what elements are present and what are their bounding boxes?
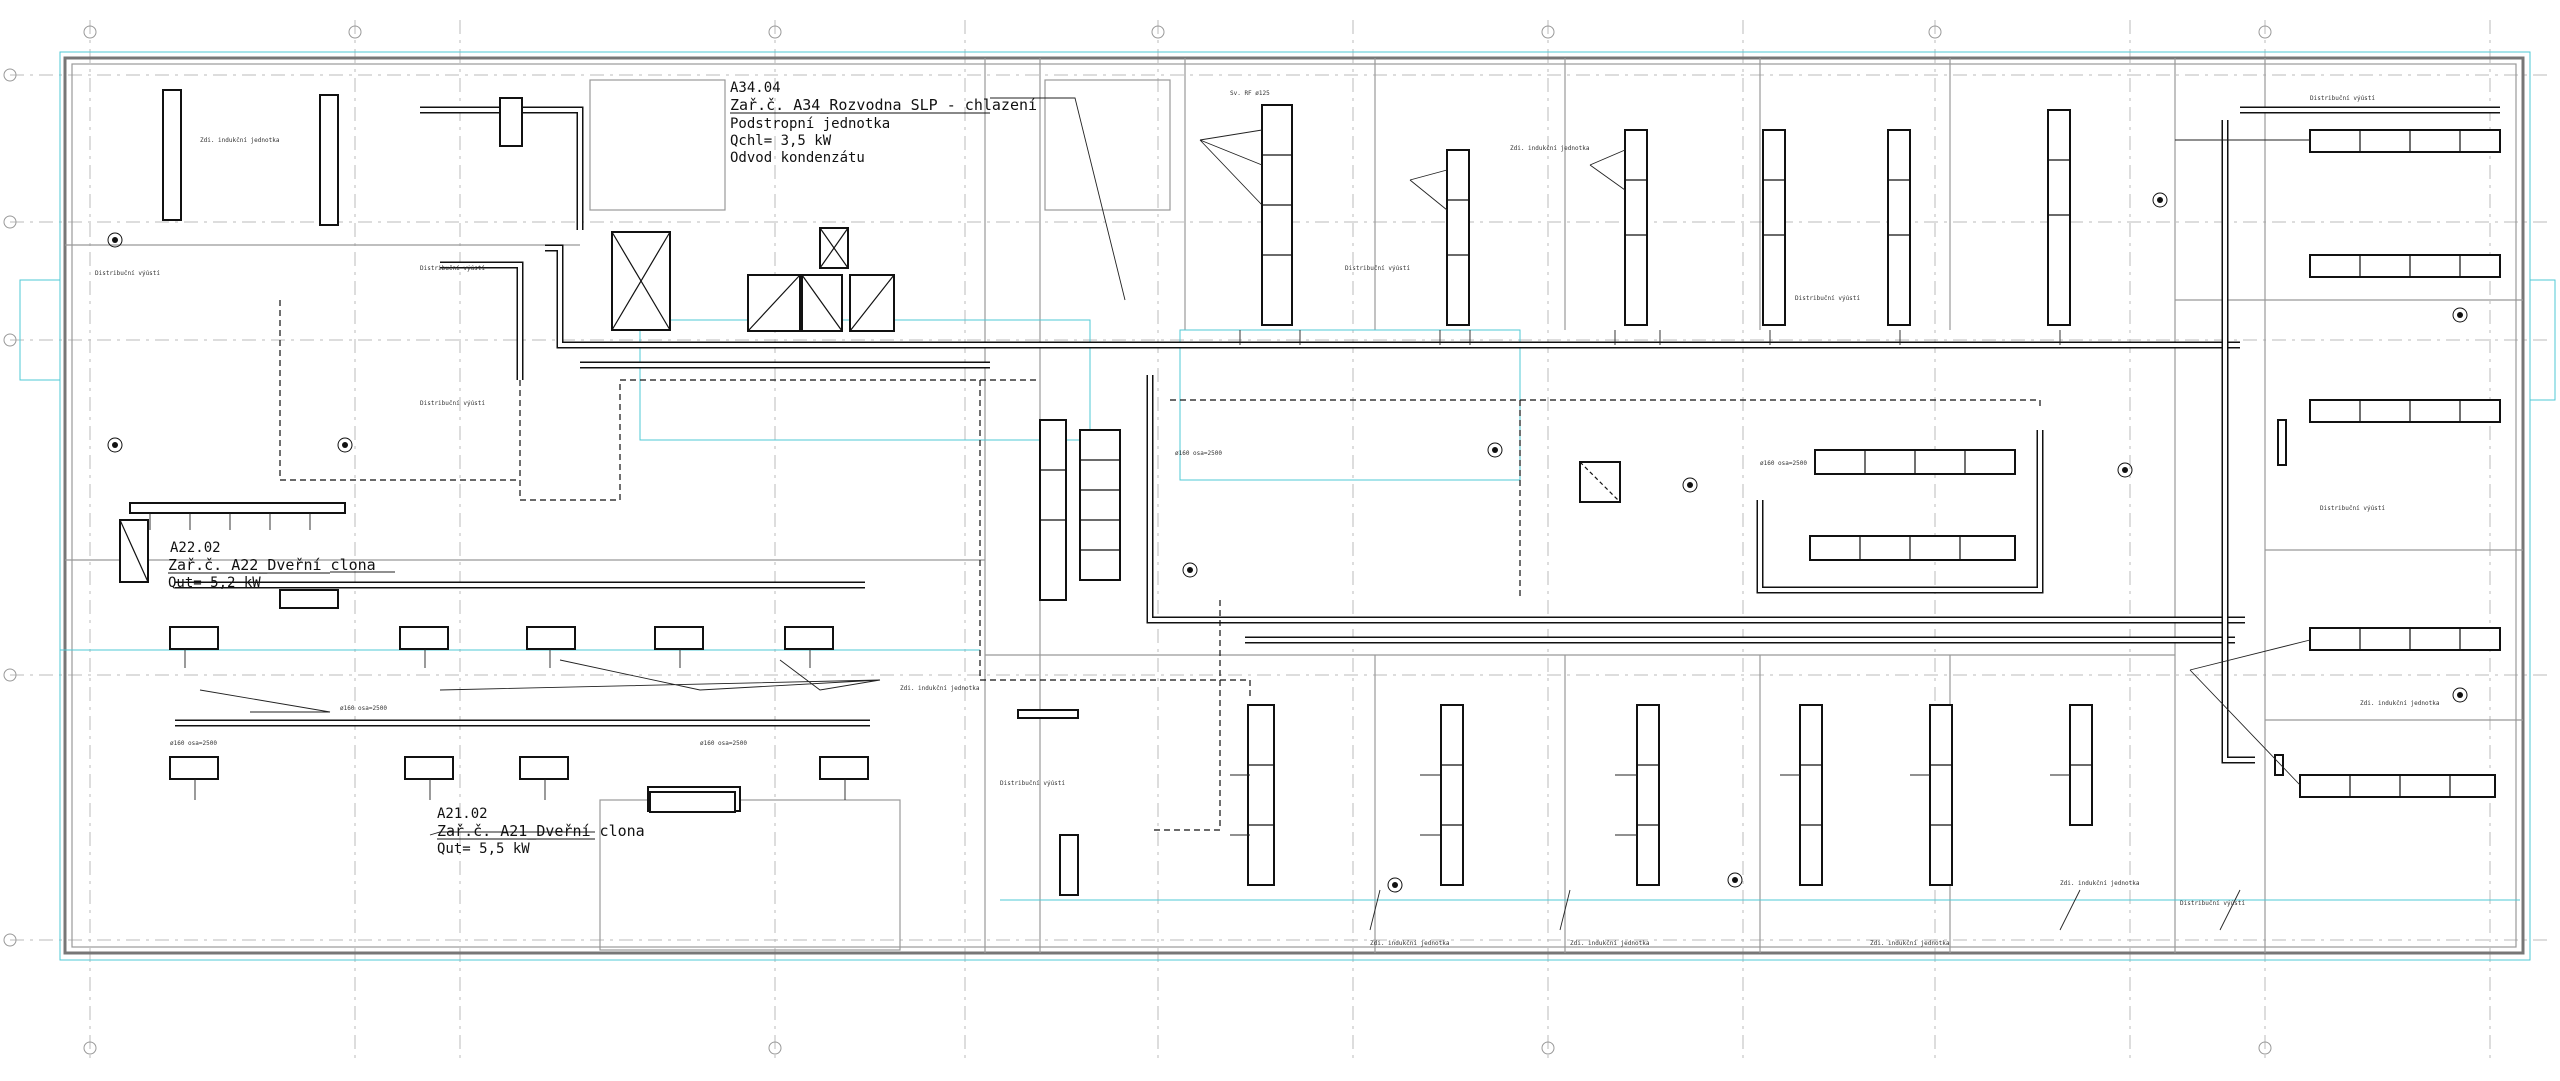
diffuser-symbols [107,192,2468,893]
tag: Distribuční výústí [2180,900,2245,907]
a34-condensate: Odvod kondenzátu [730,150,865,166]
air-outlets [149,330,2070,836]
tag: Distribuční výústí [1345,265,1410,272]
tag: Distribuční výústí [2310,95,2375,102]
tag: Zdi. indukční jednotka [1570,940,1650,947]
tag: Distribuční výústí [420,400,485,407]
a22-heating-power: Qut= 5,2 kW [168,575,261,591]
a21-title: Zař.č. A21_Dveřní clona [437,822,645,840]
tag: Zdi. indukční jednotka [1870,940,1950,947]
horizontal-units [119,129,2501,813]
tag: Zdi. indukční jednotka [2060,880,2140,887]
tag: ø160 osa=2500 [700,740,747,747]
tag: Zdi. indukční jednotka [1370,940,1450,947]
a34-unit-type: Podstropní jednotka [730,116,890,132]
building-walls [19,51,2556,961]
a22-title: Zař.č. A22_Dveřní clona [168,556,376,574]
duct-network [175,106,2500,831]
tag: ø160 osa=2500 [340,705,387,712]
vertical-branches-top [162,89,2071,326]
a22-code: A22.02 [170,540,221,556]
vertical-branches-bottom [1059,704,2093,896]
tag: ø160 osa=2500 [170,740,217,747]
tag: Distribuční výústí [420,265,485,272]
a34-cooling-power: Qchl= 3,5 kW [730,133,832,149]
leader-lines [199,97,2311,931]
tag: Zdi. indukční jednotka [200,137,280,144]
tag: Zdi. indukční jednotka [900,685,980,692]
tag: Sv. RF ø125 [1230,90,1270,97]
a34-code: A34.04 [730,80,781,96]
tag: Distribuční výústí [1795,295,1860,302]
annotation-a21: A21.02 Zař.č. A21_Dveřní clona Qut= 5,5 … [437,806,645,857]
a34-title: Zař.č. A34_Rozvodna SLP - chlazení [730,96,1037,114]
tag: ø160 osa=2500 [1760,460,1807,467]
tag: ø160 osa=2500 [1175,450,1222,457]
annotation-a22: A22.02 Zař.č. A22_Dveřní clona Qut= 5,2 … [168,540,376,591]
tag: Distribuční výústí [95,270,160,277]
tag: Zdi. indukční jednotka [1510,145,1590,152]
annotation-a34: A34.04 Zař.č. A34_Rozvodna SLP - chlazen… [730,80,1037,166]
a21-heating-power: Qut= 5,5 kW [437,841,530,857]
a21-code: A21.02 [437,806,488,822]
tag: Zdi. indukční jednotka [2360,700,2440,707]
tag: Distribuční výústí [1000,780,1065,787]
tag: Distribuční výústí [2320,505,2385,512]
equipment-tags: Zdi. indukční jednotka Distribuční výúst… [95,90,2440,947]
